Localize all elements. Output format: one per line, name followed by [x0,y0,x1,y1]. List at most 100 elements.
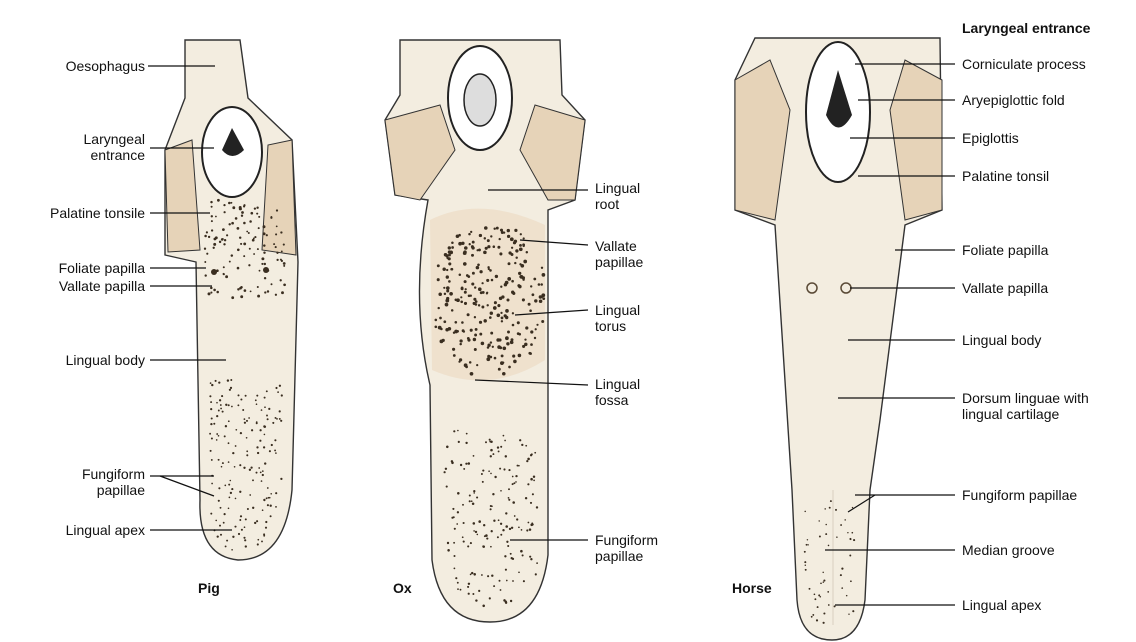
papilla-dot [457,511,459,513]
papilla-dot [469,361,472,364]
papilla-dot [210,408,212,410]
papilla-dot [240,398,242,400]
papilla-dot [823,580,825,582]
papilla-dot [805,569,807,571]
papilla-dot [230,480,232,482]
papilla-dot [228,202,231,205]
papilla-dot [518,285,521,288]
papilla-dot [473,522,476,525]
papilla-dot [512,355,515,358]
papilla-dot [211,437,213,439]
papilla-dot [250,466,252,468]
papilla-dot [217,535,219,537]
papilla-dot [264,277,266,279]
papilla-dot [482,545,484,547]
papilla-dot [215,236,218,239]
papilla-dot [237,267,240,270]
papilla-dot [280,420,282,422]
papilla-dot [204,248,206,250]
papilla-dot [263,533,265,535]
papilla-dot [528,352,531,355]
papilla-dot [246,231,248,233]
papilla-dot [448,246,451,249]
papilla-dot [522,298,525,301]
papilla-dot [475,303,478,306]
papilla-dot [452,508,454,510]
papilla-dot [228,461,230,463]
papilla-dot [439,317,442,320]
papilla-dot [454,528,456,530]
papilla-dot [267,487,269,489]
papilla-dot [267,270,269,272]
papilla-dot [489,269,492,272]
papilla-dot [257,543,259,545]
papilla-dot [274,439,276,441]
papilla-dot [280,259,282,261]
papilla-dot [852,507,853,508]
papilla-dot [239,464,241,466]
papilla-dot [529,309,532,312]
papilla-dot [807,539,808,540]
papilla-dot [219,525,221,527]
papilla-dot [823,622,825,624]
papilla-dot [505,455,507,457]
papilla-dot [237,248,240,251]
papilla-dot [471,254,474,257]
papilla-dot [469,500,471,502]
papilla-dot [211,417,213,419]
papilla-dot [234,526,236,528]
papilla-dot [497,304,500,307]
papilla-dot [476,496,478,498]
papilla-dot [505,281,509,285]
papilla-dot [518,354,522,358]
papilla-dot [229,497,231,499]
papilla-dot [511,557,513,559]
papilla-dot [491,505,493,507]
papilla-dot [454,321,457,324]
papilla-dot [453,430,455,432]
papilla-dot [473,530,475,532]
papilla-dot [490,508,492,510]
papilla-dot [500,490,502,492]
papilla-dot [475,328,478,331]
papilla-dot [489,439,491,441]
papilla-dot [530,558,532,560]
papilla-dot [277,391,279,393]
papilla-dot [261,480,263,482]
papilla-dot [209,395,211,397]
papilla-dot [807,544,808,545]
papilla-dot [536,562,538,564]
papilla-dot [487,239,490,242]
papilla-dot [270,493,272,495]
papilla-dot [510,341,514,345]
papilla-dot [486,538,488,540]
papilla-dot [533,480,535,482]
label-lingual-body-pig: Lingual body [5,352,145,368]
papilla-dot [819,520,820,521]
papilla-dot [243,537,245,539]
papilla-dot [541,296,543,298]
papilla-dot [472,503,475,506]
papilla-dot [218,410,220,412]
papilla-dot [216,291,219,294]
papilla-dot [451,242,454,245]
papilla-dot [809,588,811,590]
papilla-dot [275,506,277,508]
papilla-dot [472,593,474,595]
label-lingual-fossa-line1: Lingual [595,376,640,392]
papilla-dot [517,332,520,335]
papilla-dot [515,256,517,258]
papilla-dot [468,593,470,595]
papilla-dot [482,481,484,483]
papilla-dot [530,330,533,333]
papilla-dot [519,247,523,251]
papilla-dot [463,468,465,470]
papilla-dot [535,573,537,575]
papilla-dot [455,577,457,579]
papilla-dot [476,534,478,536]
papilla-dot [512,476,514,478]
papilla-dot [246,420,248,422]
papilla-dot [494,357,497,360]
papilla-dot [481,574,483,576]
papilla-dot [497,314,501,318]
